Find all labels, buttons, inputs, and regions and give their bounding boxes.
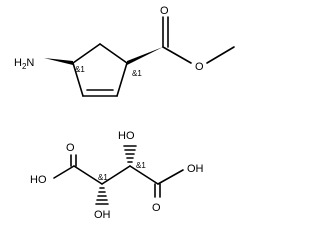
backbone-bond-2	[101, 165, 131, 185]
structure-canvas: H2N &1 &1 O O	[14, 5, 235, 221]
methyl-bond	[206, 46, 235, 64]
stereo-label-c1: &1	[132, 69, 142, 78]
amine-ester-molecule: H2N &1 &1 O O	[14, 5, 235, 97]
chemical-structure-figure: H2N &1 &1 O O	[14, 5, 235, 221]
left-hydroxyl-label: HO	[30, 174, 47, 186]
right-acid-oh-bond	[157, 169, 184, 185]
ring-bond-c4-c5	[72, 43, 101, 64]
wedge-bond-to-amine	[44, 58, 73, 65]
left-acid-oh-bond	[53, 165, 75, 179]
ring-bond-c3-c4	[72, 62, 84, 97]
stereo-label-c2: &1	[98, 173, 108, 182]
backbone-bond-1	[73, 165, 103, 185]
top-hydroxyl-label: HO	[118, 130, 135, 142]
left-carbonyl-oxygen-label: O	[66, 142, 75, 154]
stereo-label-c4: &1	[75, 65, 85, 74]
ring-bond-c1-c2	[116, 62, 128, 97]
amine-label: H2N	[14, 57, 34, 71]
tartaric-acid-molecule: O HO HO OH OH O &1 &1	[30, 130, 204, 221]
right-carbonyl-oxygen-label: O	[152, 202, 161, 214]
bottom-hydroxyl-label: OH	[94, 209, 111, 221]
right-hydroxyl-label: OH	[187, 163, 204, 175]
carbonyl-oxygen-label: O	[160, 5, 169, 17]
hashed-bond-to-top-hydroxyl	[123, 145, 137, 163]
backbone-bond-3	[129, 165, 159, 185]
ester-oxygen-label: O	[195, 61, 204, 73]
stereo-label-c3: &1	[136, 161, 146, 170]
ester-single-bond	[162, 46, 192, 64]
hashed-bond-to-bottom-hydroxyl	[95, 187, 109, 205]
ring-bond-c5-c1	[99, 43, 128, 64]
wedge-bond-to-carbonyl	[127, 47, 163, 65]
